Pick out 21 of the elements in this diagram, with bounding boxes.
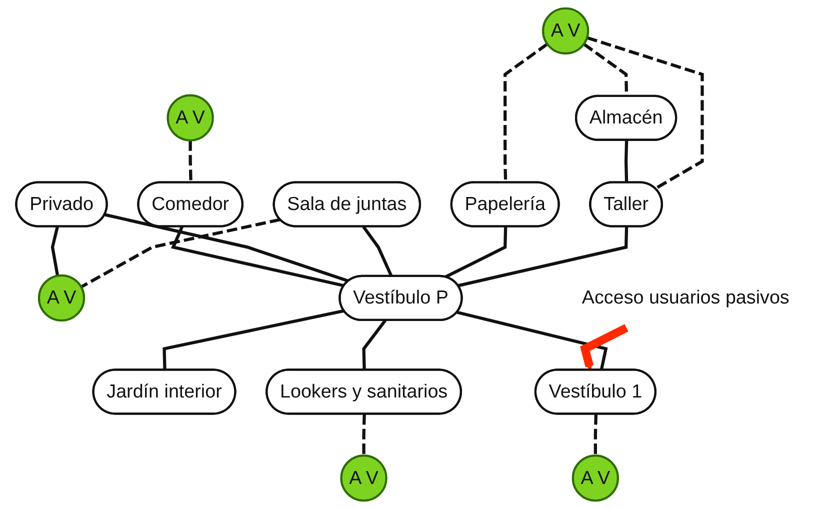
connector bbox=[458, 226, 628, 288]
node-text: Acceso usuarios pasivos bbox=[582, 286, 790, 308]
connector bbox=[171, 226, 345, 288]
connector bbox=[624, 140, 628, 183]
connector bbox=[594, 414, 598, 456]
connector bbox=[362, 320, 386, 370]
node-circle: A V bbox=[38, 274, 86, 322]
node-circle: A V bbox=[542, 7, 590, 54]
connector bbox=[586, 36, 704, 190]
arrow bbox=[580, 324, 628, 371]
connector bbox=[104, 213, 350, 283]
connector bbox=[162, 309, 344, 370]
connector bbox=[456, 310, 608, 371]
connector bbox=[444, 226, 508, 278]
node-circle: A V bbox=[166, 94, 214, 142]
connector bbox=[188, 140, 192, 183]
node-circle: A V bbox=[572, 454, 619, 502]
connector bbox=[50, 226, 60, 276]
connector bbox=[80, 218, 280, 288]
node-circle: A V bbox=[340, 454, 388, 502]
connector bbox=[362, 414, 366, 456]
